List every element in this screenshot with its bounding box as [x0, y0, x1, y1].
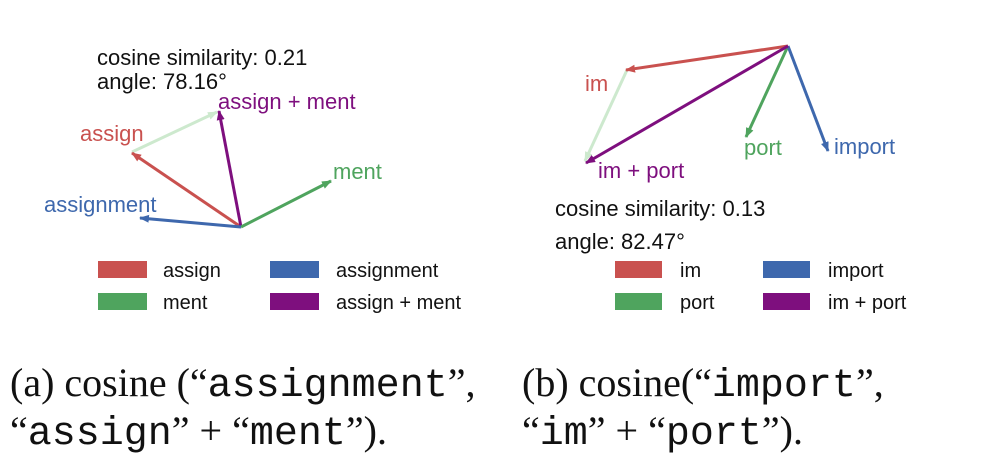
legend-swatch-assign-ment	[270, 293, 319, 310]
caption-a-word-ment: ment	[249, 412, 346, 457]
caption-a-open-quote: “	[10, 408, 28, 453]
panel-a-assign-label: assign	[80, 121, 144, 146]
caption-a-sep: ”,	[447, 360, 476, 405]
legend-label-assignment: assignment	[336, 260, 439, 282]
caption-b-word-im: im	[539, 412, 588, 457]
panel-a-ment-label: ment	[333, 159, 382, 184]
caption-a-prefix: (a) cosine (“	[10, 360, 208, 405]
panel-a-similarity: cosine similarity: 0.21	[97, 45, 307, 70]
panel-b-port-label: port	[744, 135, 782, 160]
caption-b-plus: ” + “	[587, 408, 666, 453]
legend-swatch-assignment	[270, 261, 319, 278]
panel-a-ment-vector	[240, 179, 332, 229]
panel-b-similarity: cosine similarity: 0.13	[555, 196, 765, 221]
caption-a-word-assign: assign	[27, 412, 172, 457]
panel-a-angle: angle: 78.16°	[97, 69, 227, 94]
panel-b-legend: im import port im + port	[615, 260, 907, 314]
caption-a-line1: (a) cosine (“assignment”,	[10, 358, 475, 412]
panel-b-import-vector	[786, 45, 830, 152]
caption-b-line1: (b) cosine(“import”,	[522, 358, 884, 412]
panel-a-assignment-vector	[139, 214, 242, 229]
panel-a-ment-translated-vector	[131, 110, 218, 154]
caption-b-word-import: import	[711, 364, 856, 409]
legend-label-im: im	[680, 260, 701, 282]
legend-label-im-port: im + port	[828, 292, 907, 314]
legend-label-assign: assign	[163, 260, 221, 282]
caption-a-word-assignment: assignment	[207, 364, 448, 409]
caption-b-prefix: (b) cosine(“	[522, 360, 712, 405]
legend-label-assign-ment: assign + ment	[336, 292, 462, 314]
legend-label-import: import	[828, 260, 884, 282]
legend-swatch-ment	[98, 293, 147, 310]
caption-a-end: ”).	[345, 408, 387, 453]
panel-a-assign-ment-vector	[216, 110, 243, 228]
panel-b-im-vector	[625, 44, 789, 73]
caption-b-line2: “im” + “port”).	[522, 406, 803, 460]
panel-b-angle: angle: 82.47°	[555, 229, 685, 254]
legend-label-ment: ment	[163, 292, 208, 314]
legend-swatch-im-port	[763, 293, 810, 310]
caption-a-line2: “assign” + “ment”).	[10, 406, 387, 460]
legend-swatch-im	[615, 261, 662, 278]
panel-b-port-translated-vector	[583, 69, 629, 162]
panel-b-port-vector	[744, 45, 790, 138]
panel-a: cosine similarity: 0.21 angle: 78.16° as…	[44, 45, 462, 314]
caption-b-end: ”).	[761, 408, 803, 453]
panel-b-im-port-vector	[585, 44, 789, 165]
panel-a-assignment-label: assignment	[44, 192, 157, 217]
legend-swatch-import	[763, 261, 810, 278]
caption-b-word-port: port	[665, 412, 762, 457]
legend-label-port: port	[680, 292, 715, 314]
panel-b-im-label: im	[585, 71, 608, 96]
caption-a-plus: ” + “	[171, 408, 250, 453]
panel-a-legend: assign assignment ment assign + ment	[98, 260, 462, 314]
panel-a-assign-ment-label: assign + ment	[218, 89, 356, 114]
legend-swatch-port	[615, 293, 662, 310]
panel-b-import-label: import	[834, 134, 895, 159]
panel-b: im port import im + port cosine similari…	[555, 44, 907, 314]
legend-swatch-assign	[98, 261, 147, 278]
caption-b-sep: ”,	[855, 360, 884, 405]
caption-b-open-quote: “	[522, 408, 540, 453]
panel-b-im-port-label: im + port	[598, 158, 684, 183]
panel-a-assign-vector	[131, 151, 242, 229]
